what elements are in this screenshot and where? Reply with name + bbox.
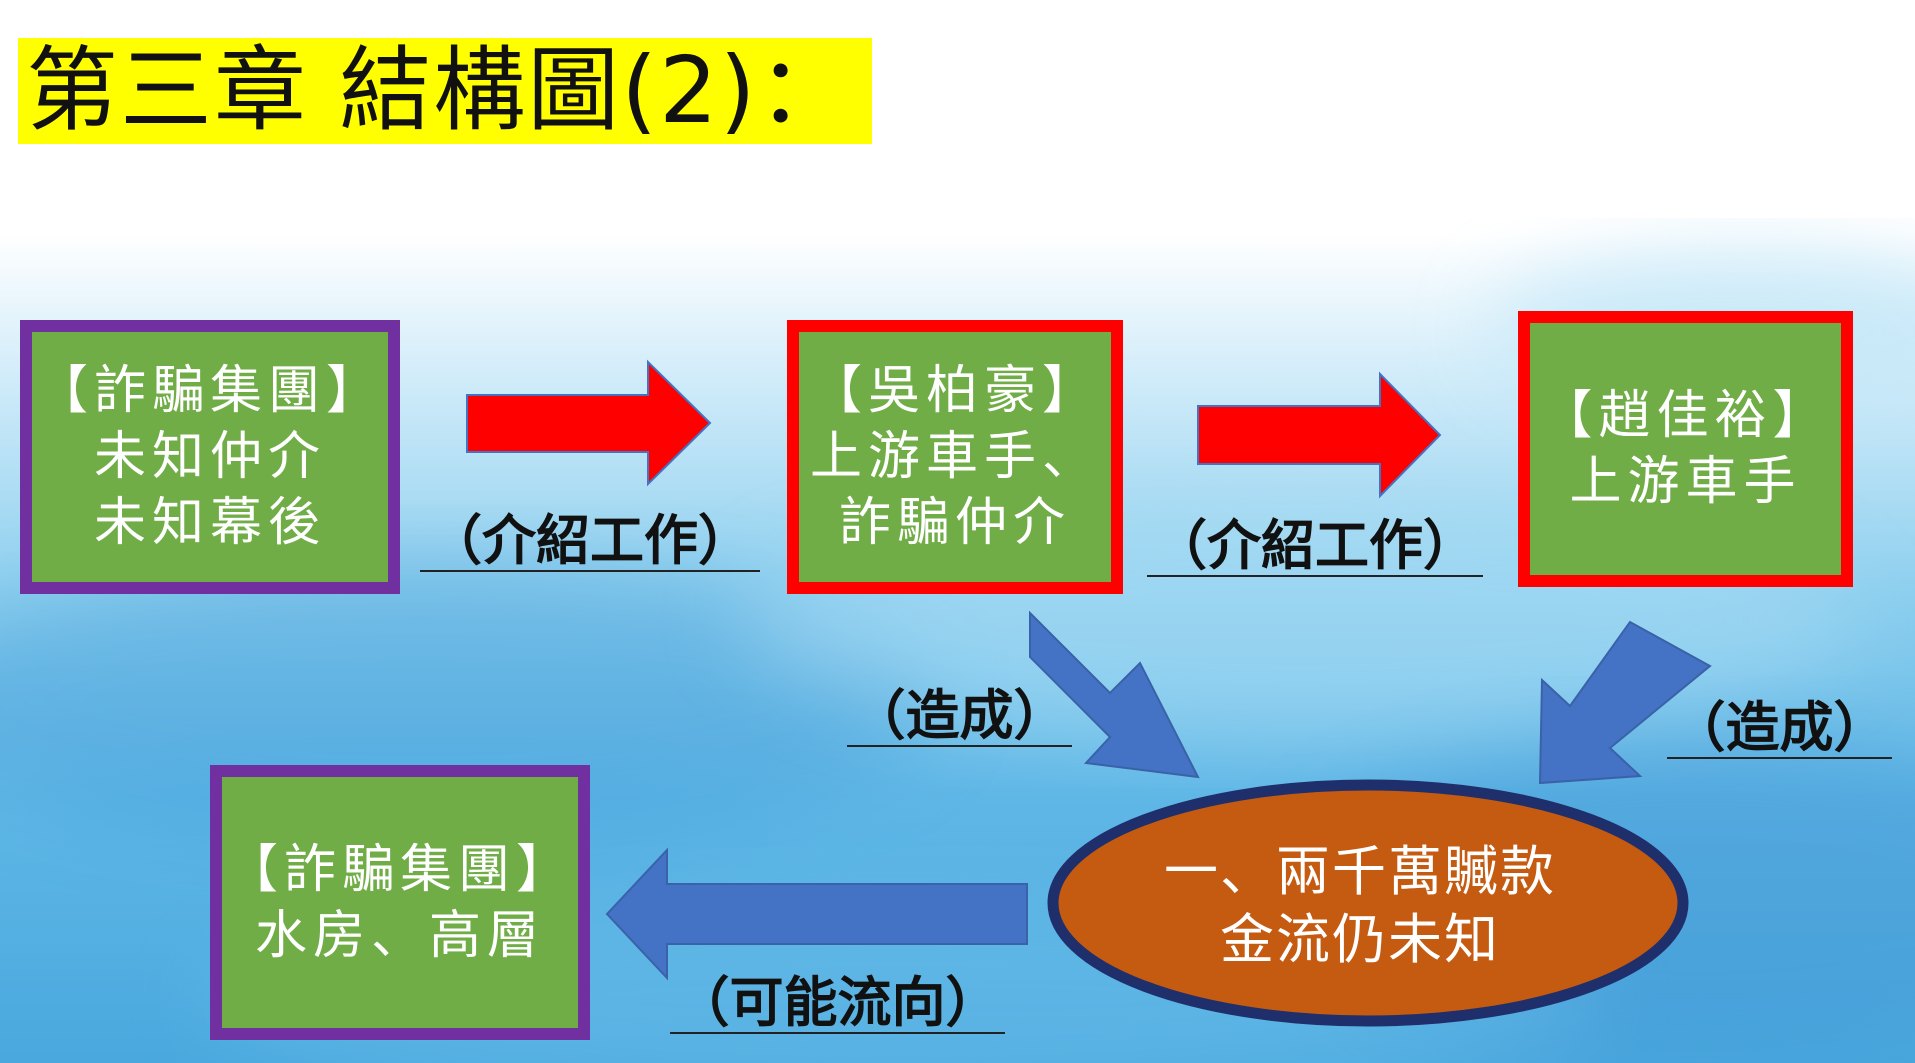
edge-label-intro-job-2: （介紹工作）	[1147, 515, 1483, 577]
node-line: 【吳柏豪】	[809, 361, 1100, 421]
node-line: 【詐騙集團】	[35, 361, 384, 421]
arrow-possible-flow	[605, 847, 1028, 981]
edge-label-cause-1: （造成）	[847, 685, 1072, 747]
node-zhao-jiayu: 【趙佳裕】 上游車手	[1518, 311, 1853, 587]
arrow-right-1	[466, 359, 712, 487]
edge-label-cause-2: （造成）	[1667, 697, 1892, 759]
node-line: 詐騙仲介	[838, 493, 1071, 553]
node-wu-bohao: 【吳柏豪】 上游車手、 詐騙仲介	[787, 320, 1123, 594]
node-line: 【趙佳裕】	[1540, 386, 1831, 446]
edge-label-intro-job-1: （介紹工作）	[420, 510, 760, 572]
node-line: 上游車手、	[809, 427, 1100, 487]
edge-label-possible-flow: （可能流向）	[670, 972, 1005, 1034]
slide-title: 第三章 結構圖(2)：	[26, 37, 852, 144]
title-highlight: 第三章 結構圖(2)：	[18, 38, 872, 144]
node-fraud-group-top: 【詐騙集團】 未知仲介 未知幕後	[20, 320, 400, 594]
arrow-right-2	[1197, 371, 1442, 499]
oval-line: 金流仍未知	[1220, 908, 1500, 971]
node-line: 水房、高層	[254, 905, 545, 966]
node-fraud-group-bottom: 【詐騙集團】 水房、高層	[210, 765, 590, 1040]
money-oval-text: 一、兩千萬贓款 金流仍未知	[1060, 838, 1660, 974]
node-line: 未知仲介	[93, 427, 326, 487]
money-oval	[1047, 779, 1689, 1027]
node-line: 上游車手	[1569, 452, 1802, 512]
node-line: 【詐騙集團】	[225, 839, 574, 900]
arrow-cause-1	[1029, 610, 1200, 779]
arrow-cause-2	[1538, 620, 1712, 785]
node-line: 未知幕後	[93, 493, 326, 553]
oval-line: 一、兩千萬贓款	[1164, 840, 1556, 903]
